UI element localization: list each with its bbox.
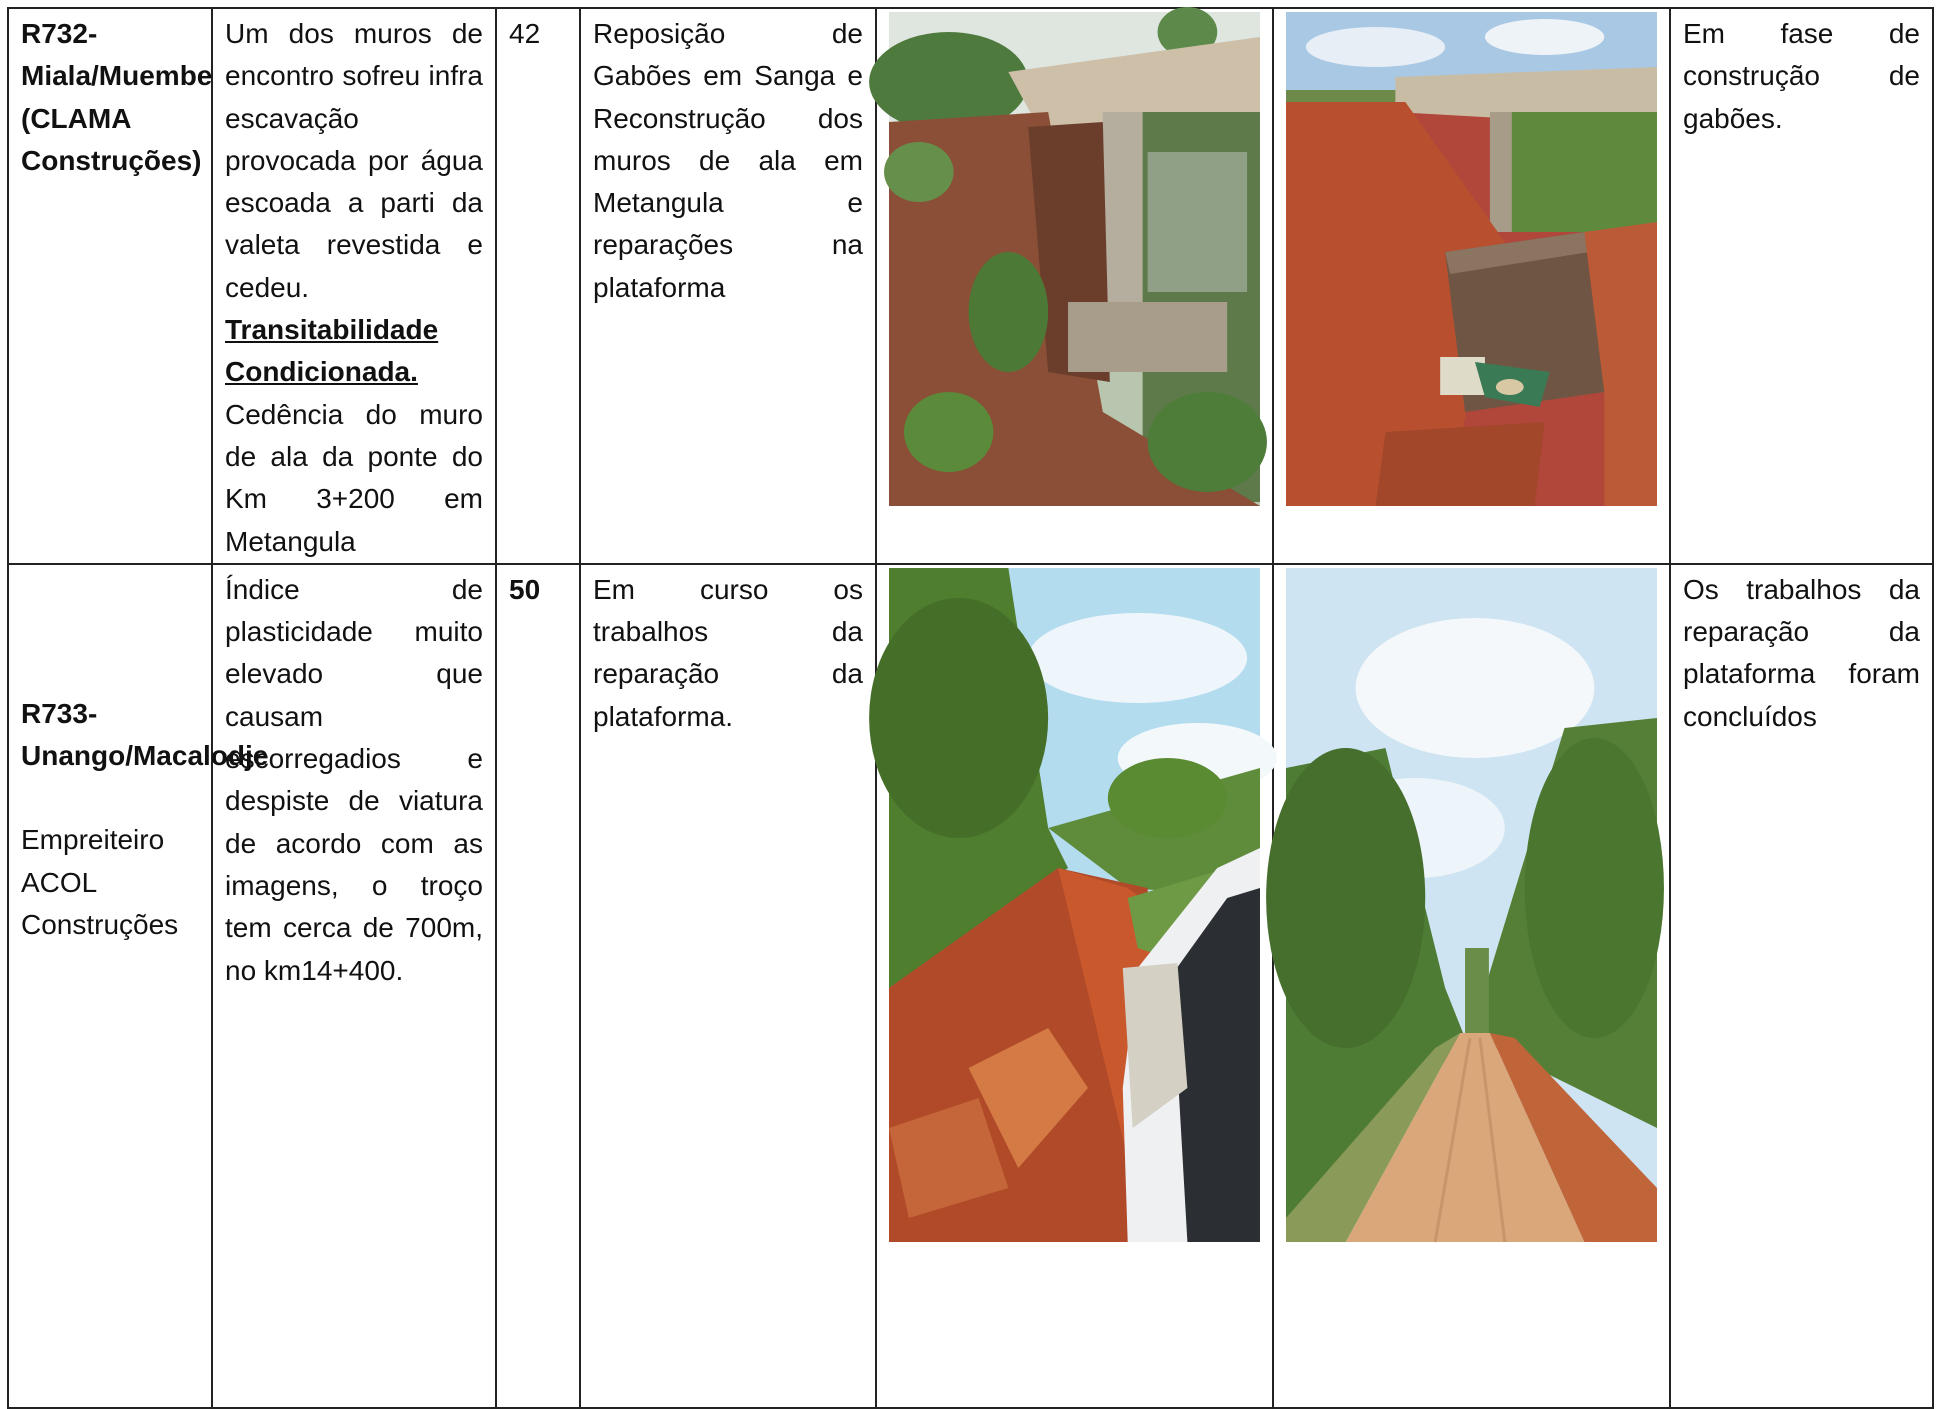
works-description: Em curso os trabalhos da reparação da pl… bbox=[593, 573, 863, 732]
repaired-gravel-road-photo bbox=[1266, 567, 1664, 1243]
table-row: R733-Unango/Macalodje Empreiteiro ACOL C… bbox=[7, 562, 1934, 1409]
observation-cell: Os trabalhos da reparação da plataforma … bbox=[1669, 562, 1934, 1409]
photo-before-cell bbox=[869, 562, 1277, 1409]
contractor-label: Empreiteiro ACOL Construções bbox=[21, 824, 179, 941]
road-name: R732-Miala/Muembe (CLAMA Construções) bbox=[21, 18, 213, 176]
bridge-gabion-construction-photo bbox=[1286, 12, 1657, 506]
item-number: 42 bbox=[509, 18, 541, 49]
muddy-road-photo bbox=[869, 567, 1277, 1242]
photo-before-cell bbox=[869, 7, 1274, 565]
observation-text: Em fase de construção de gabões. bbox=[1683, 18, 1920, 134]
works-cell: Reposição de Gabões em Sanga e Reconstru… bbox=[579, 7, 877, 565]
number-cell: 42 bbox=[495, 7, 581, 565]
road-cell: R732-Miala/Muembe (CLAMA Construções) bbox=[7, 7, 213, 565]
observation-cell: Em fase de construção de gabões. bbox=[1669, 7, 1934, 565]
photo-after-cell bbox=[1266, 562, 1671, 1409]
table-row: R732-Miala/Muembe (CLAMA Construções) Um… bbox=[7, 7, 1934, 565]
progress-report-table: R732-Miala/Muembe (CLAMA Construções) Um… bbox=[7, 7, 1934, 1409]
description-cell: Um dos muros de encontro sofreu infra es… bbox=[211, 7, 497, 565]
status-title: Transitabilidade Condicionada. bbox=[225, 314, 439, 388]
bridge-damaged-wingwall-photo bbox=[869, 7, 1267, 506]
item-number: 50 bbox=[509, 573, 541, 605]
damage-description: Um dos muros de encontro sofreu infra es… bbox=[225, 18, 483, 303]
damage-description-extra: Cedência do muro de ala da ponte do Km 3… bbox=[225, 398, 483, 557]
number-cell: 50 bbox=[495, 562, 581, 1409]
description-cell: Índice de plasticidade muito elevado que… bbox=[211, 562, 497, 1409]
road-name: R733-Unango/Macalodje bbox=[21, 697, 269, 772]
observation-text: Os trabalhos da reparação da plataforma … bbox=[1683, 573, 1920, 732]
road-cell: R733-Unango/Macalodje Empreiteiro ACOL C… bbox=[7, 562, 269, 1409]
damage-description: Índice de plasticidade muito elevado que… bbox=[225, 573, 483, 986]
works-description: Reposição de Gabões em Sanga e Reconstru… bbox=[593, 18, 863, 303]
photo-after-cell bbox=[1272, 7, 1671, 565]
works-cell: Em curso os trabalhos da reparação da pl… bbox=[579, 562, 877, 1409]
